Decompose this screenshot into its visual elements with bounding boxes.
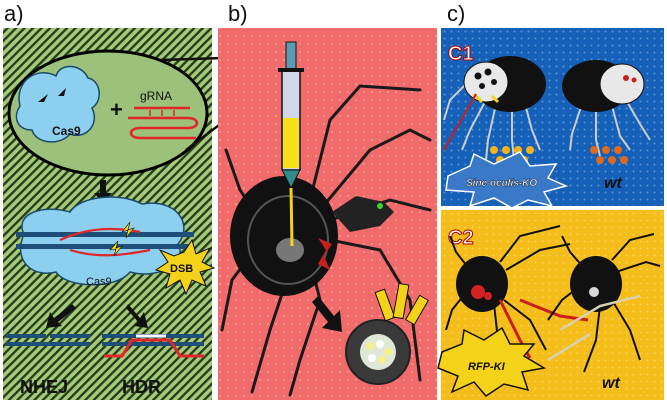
rfp-label: RFP-KI (468, 361, 506, 373)
ko-spider-icon (443, 56, 546, 161)
dsb-burst-icon (154, 238, 216, 296)
panel-label-b: b) (228, 1, 248, 26)
ko-burst-icon (445, 151, 569, 209)
c2-tag: C2 (448, 227, 474, 249)
wt-spider-c1-icon (562, 60, 651, 157)
grna-icon (128, 106, 199, 140)
cas9-label-top: Cas9 (52, 124, 81, 138)
panel-label-a: a) (4, 1, 24, 26)
hdr-label: HDR (122, 377, 161, 397)
abdomen-ring (247, 195, 329, 285)
cas9-complex-icon (16, 196, 194, 286)
panel-c1: C1 (441, 28, 664, 209)
dsb-label: DSB (170, 263, 193, 275)
syringe-icon (278, 41, 304, 247)
injection-site (276, 238, 304, 262)
plus-sign: + (110, 97, 123, 122)
panel-label-c: c) (447, 1, 466, 26)
ko-label: Sine oculis-KO (466, 178, 537, 189)
cas9-protein-icon (15, 65, 100, 143)
c1-tag: C1 (448, 43, 474, 65)
yellow-bars-icon (374, 282, 430, 326)
hdr-arrow-icon (126, 304, 148, 328)
panel-a: Cas9 + gRNA Cas9 (3, 28, 216, 400)
rfp-burst-icon (437, 326, 547, 397)
hdr-dna-icon (102, 334, 204, 358)
spider-abdomen (230, 176, 338, 296)
nhej-label: NHEJ (20, 377, 68, 397)
red-marking (318, 238, 332, 270)
spider-eye-green (377, 203, 383, 209)
nhej-arrow-icon (46, 304, 76, 328)
egg-arrow-icon (312, 296, 342, 332)
c2-wt-label: wt (602, 375, 620, 392)
panel-c2: C2 (437, 210, 664, 400)
egg-sac-icon (345, 319, 411, 385)
cas9-label-complex: Cas9 (86, 276, 112, 288)
nhej-dna-icon (6, 334, 90, 346)
wt-spider-c2-icon (547, 233, 661, 373)
grna-label: gRNA (140, 89, 172, 103)
c1-wt-label: wt (604, 175, 622, 192)
wt-eye-dots (590, 146, 628, 164)
panel-b (218, 28, 437, 400)
